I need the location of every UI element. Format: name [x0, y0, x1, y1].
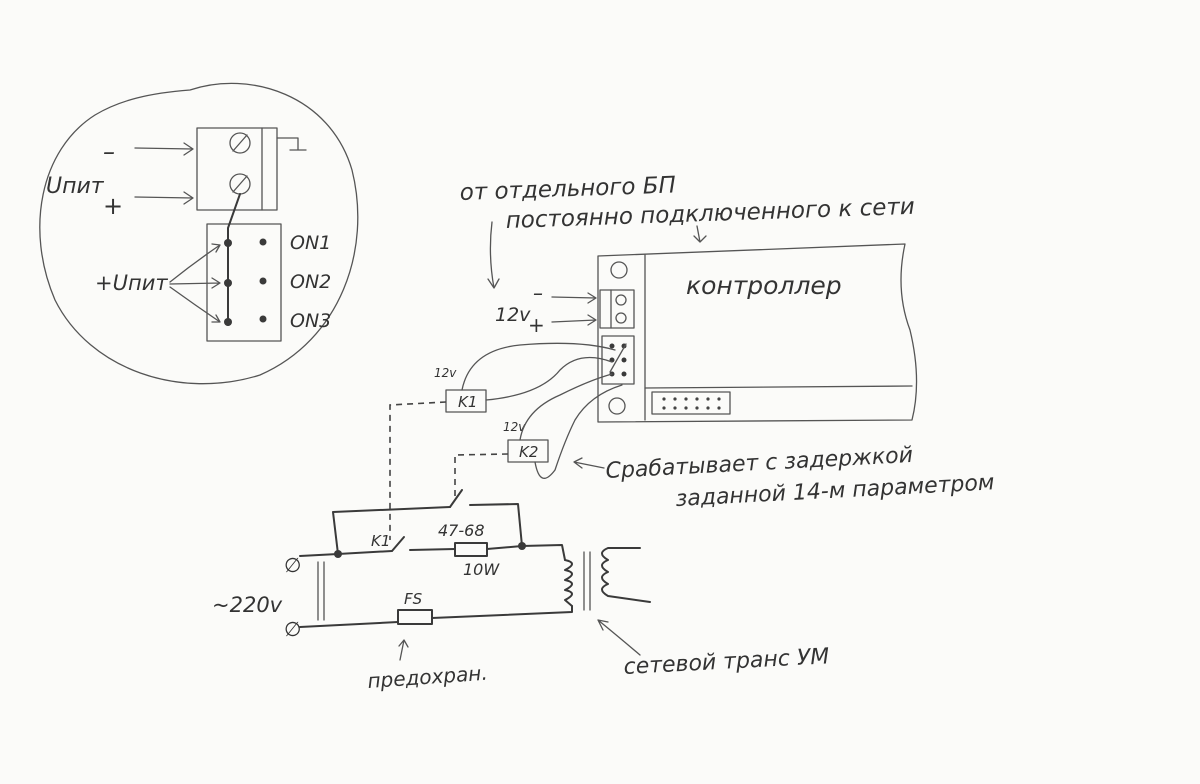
controller-power-terminal	[599, 289, 635, 329]
controller-board: контроллер	[597, 243, 918, 423]
k1-contact	[391, 536, 405, 552]
resistor	[454, 542, 488, 557]
resistor-value: 47-68	[438, 521, 485, 540]
transformer-note: сетевой транс УМ	[623, 644, 830, 680]
k2-contact	[449, 489, 463, 508]
controller-mount-hole-top	[610, 261, 628, 279]
inset-minus-label: –	[103, 138, 115, 166]
inset-bus-label: +Uпит	[95, 271, 168, 295]
fuse	[397, 609, 433, 625]
relay-k1: K1 12v	[434, 342, 616, 413]
relay-k2-coil	[507, 439, 549, 463]
mains-terminal-top: ∅	[284, 553, 301, 577]
relay-k2: K2 12v	[503, 373, 623, 479]
relay-k1-coil	[445, 389, 487, 413]
k1-mechanical-link	[389, 401, 447, 540]
relay-k2-voltage: 12v	[503, 420, 526, 434]
k1-contact-label: K1	[371, 532, 390, 550]
resistor-power: 10W	[463, 560, 500, 579]
inset-output-on2: ON2	[290, 271, 331, 293]
inset-output-on3: ON3	[290, 310, 331, 332]
supply-note-line1: от отдельного БП	[459, 172, 676, 206]
controller-plus-label: +	[528, 313, 545, 337]
controller-output-terminal	[601, 335, 635, 385]
controller-12v-label: 12v	[495, 304, 531, 326]
inset-supply-label: Uпит	[46, 174, 105, 199]
mains-voltage-label: ~220v	[212, 593, 283, 617]
controller-outline	[597, 243, 918, 423]
inset-output-block	[206, 223, 282, 342]
mains-circuit: ∅ ∅ ~220v K1 47-68 10W FS пр	[212, 489, 830, 693]
controller-minus-label: –	[533, 281, 543, 305]
inset-output-on1: ON1	[290, 232, 331, 254]
controller-pin-header	[651, 391, 731, 415]
relay-k1-voltage: 12v	[434, 366, 457, 380]
controller-title: контроллер	[686, 271, 842, 300]
fuse-label: FS	[404, 590, 423, 608]
inset-circle	[39, 82, 359, 385]
controller-mount-hole-bottom	[608, 397, 626, 415]
relay-k2-label: K2	[519, 443, 538, 461]
k2-mechanical-link	[454, 453, 509, 497]
fuse-note: предохран.	[367, 661, 489, 693]
inset-plus-label: +	[103, 192, 123, 220]
terminal-detail-inset: Uпит – + +Uпит ON1 ON2 ON3	[39, 82, 359, 385]
transformer-secondary	[601, 547, 651, 603]
inset-screw-minus	[229, 132, 251, 154]
controller-supply-note: от отдельного БП постоянно подключенного…	[459, 172, 915, 337]
mains-terminal-bottom: ∅	[284, 617, 301, 641]
inset-power-terminal	[196, 127, 278, 211]
transformer-primary	[564, 559, 573, 607]
relay-k1-label: K1	[458, 393, 477, 411]
